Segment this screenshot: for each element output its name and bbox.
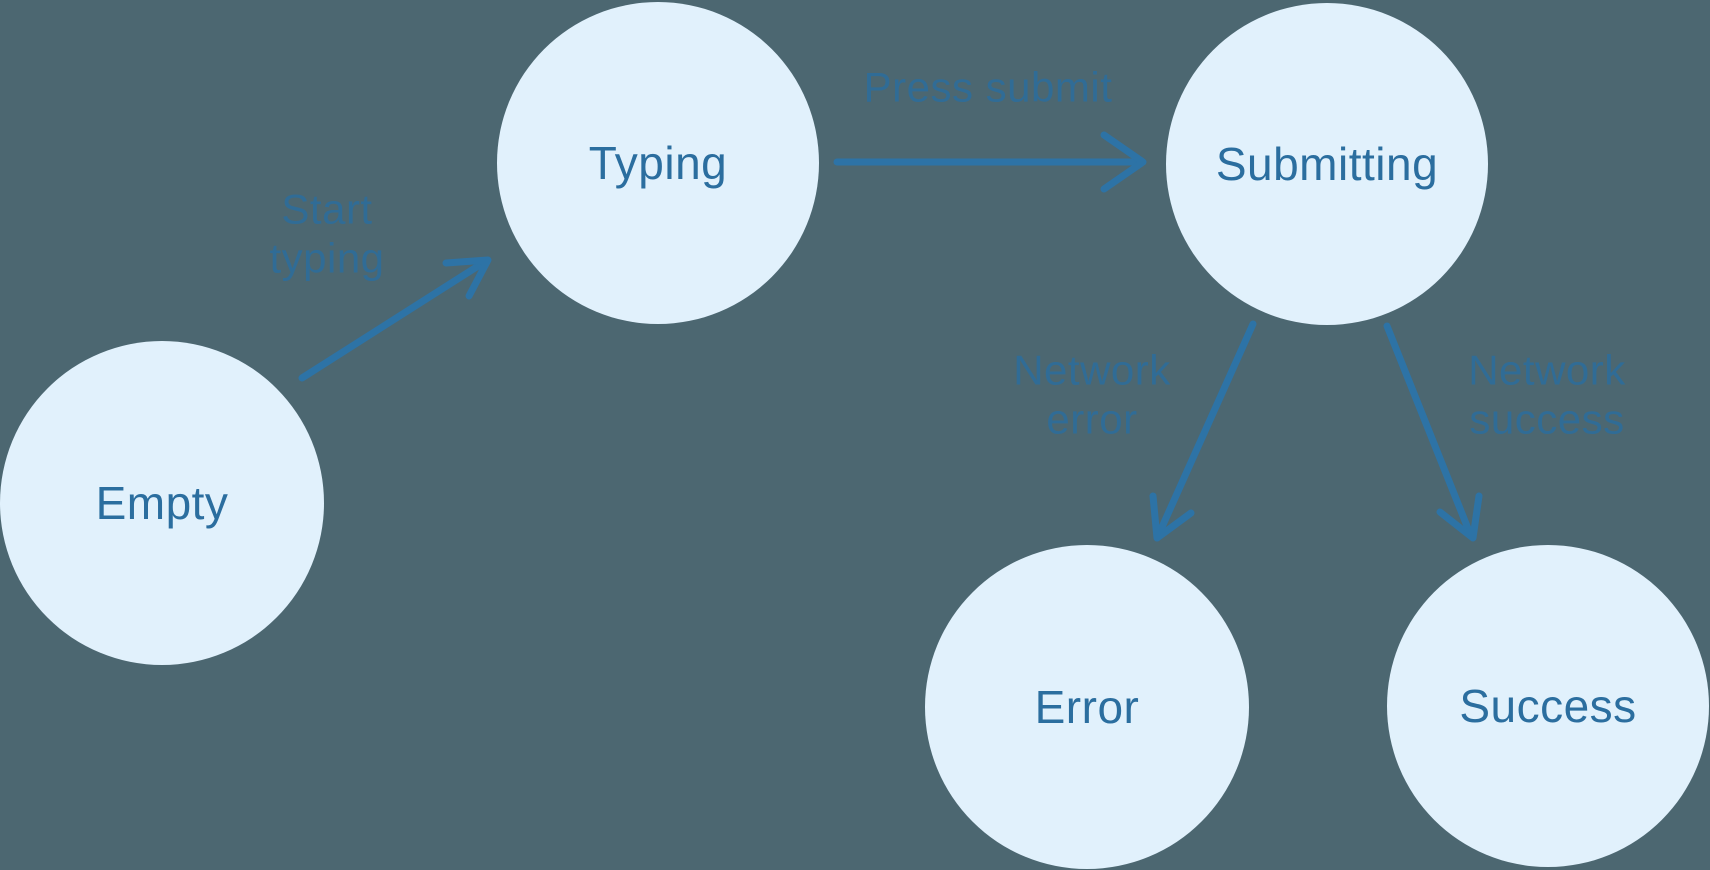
arrow-empty-to-typing (298, 256, 492, 382)
transition-label-line: Network (1013, 346, 1171, 394)
transition-label-line: Network (1468, 346, 1626, 394)
transition-label-line: error (1046, 395, 1138, 442)
transition-label-network-success: Network success (1468, 346, 1626, 443)
transition-label-press-submit: Press submit (864, 64, 1113, 113)
arrow-submitting-to-error (1149, 320, 1257, 542)
state-label-typing: Typing (588, 137, 728, 189)
state-label-submitting: Submitting (1215, 138, 1439, 190)
state-label-empty: Empty (95, 477, 229, 529)
transition-label-line: Press submit (863, 63, 1113, 111)
state-node-typing: Typing (497, 2, 819, 324)
transition-label-line: Start (281, 185, 373, 233)
transition-label-start-typing: Start typing (269, 185, 384, 282)
state-node-submitting: Submitting (1166, 3, 1488, 325)
arrow-typing-to-submitting (833, 131, 1147, 193)
state-node-error: Error (925, 545, 1249, 869)
arrow-submitting-to-success (1383, 322, 1483, 542)
transition-label-line: success (1469, 395, 1625, 442)
state-label-success: Success (1459, 680, 1637, 732)
transition-label-line: typing (269, 234, 385, 281)
transition-label-network-error: Network error (1013, 346, 1171, 443)
state-label-error: Error (1034, 681, 1140, 733)
state-node-success: Success (1387, 545, 1709, 867)
state-node-empty: Empty (0, 341, 324, 665)
